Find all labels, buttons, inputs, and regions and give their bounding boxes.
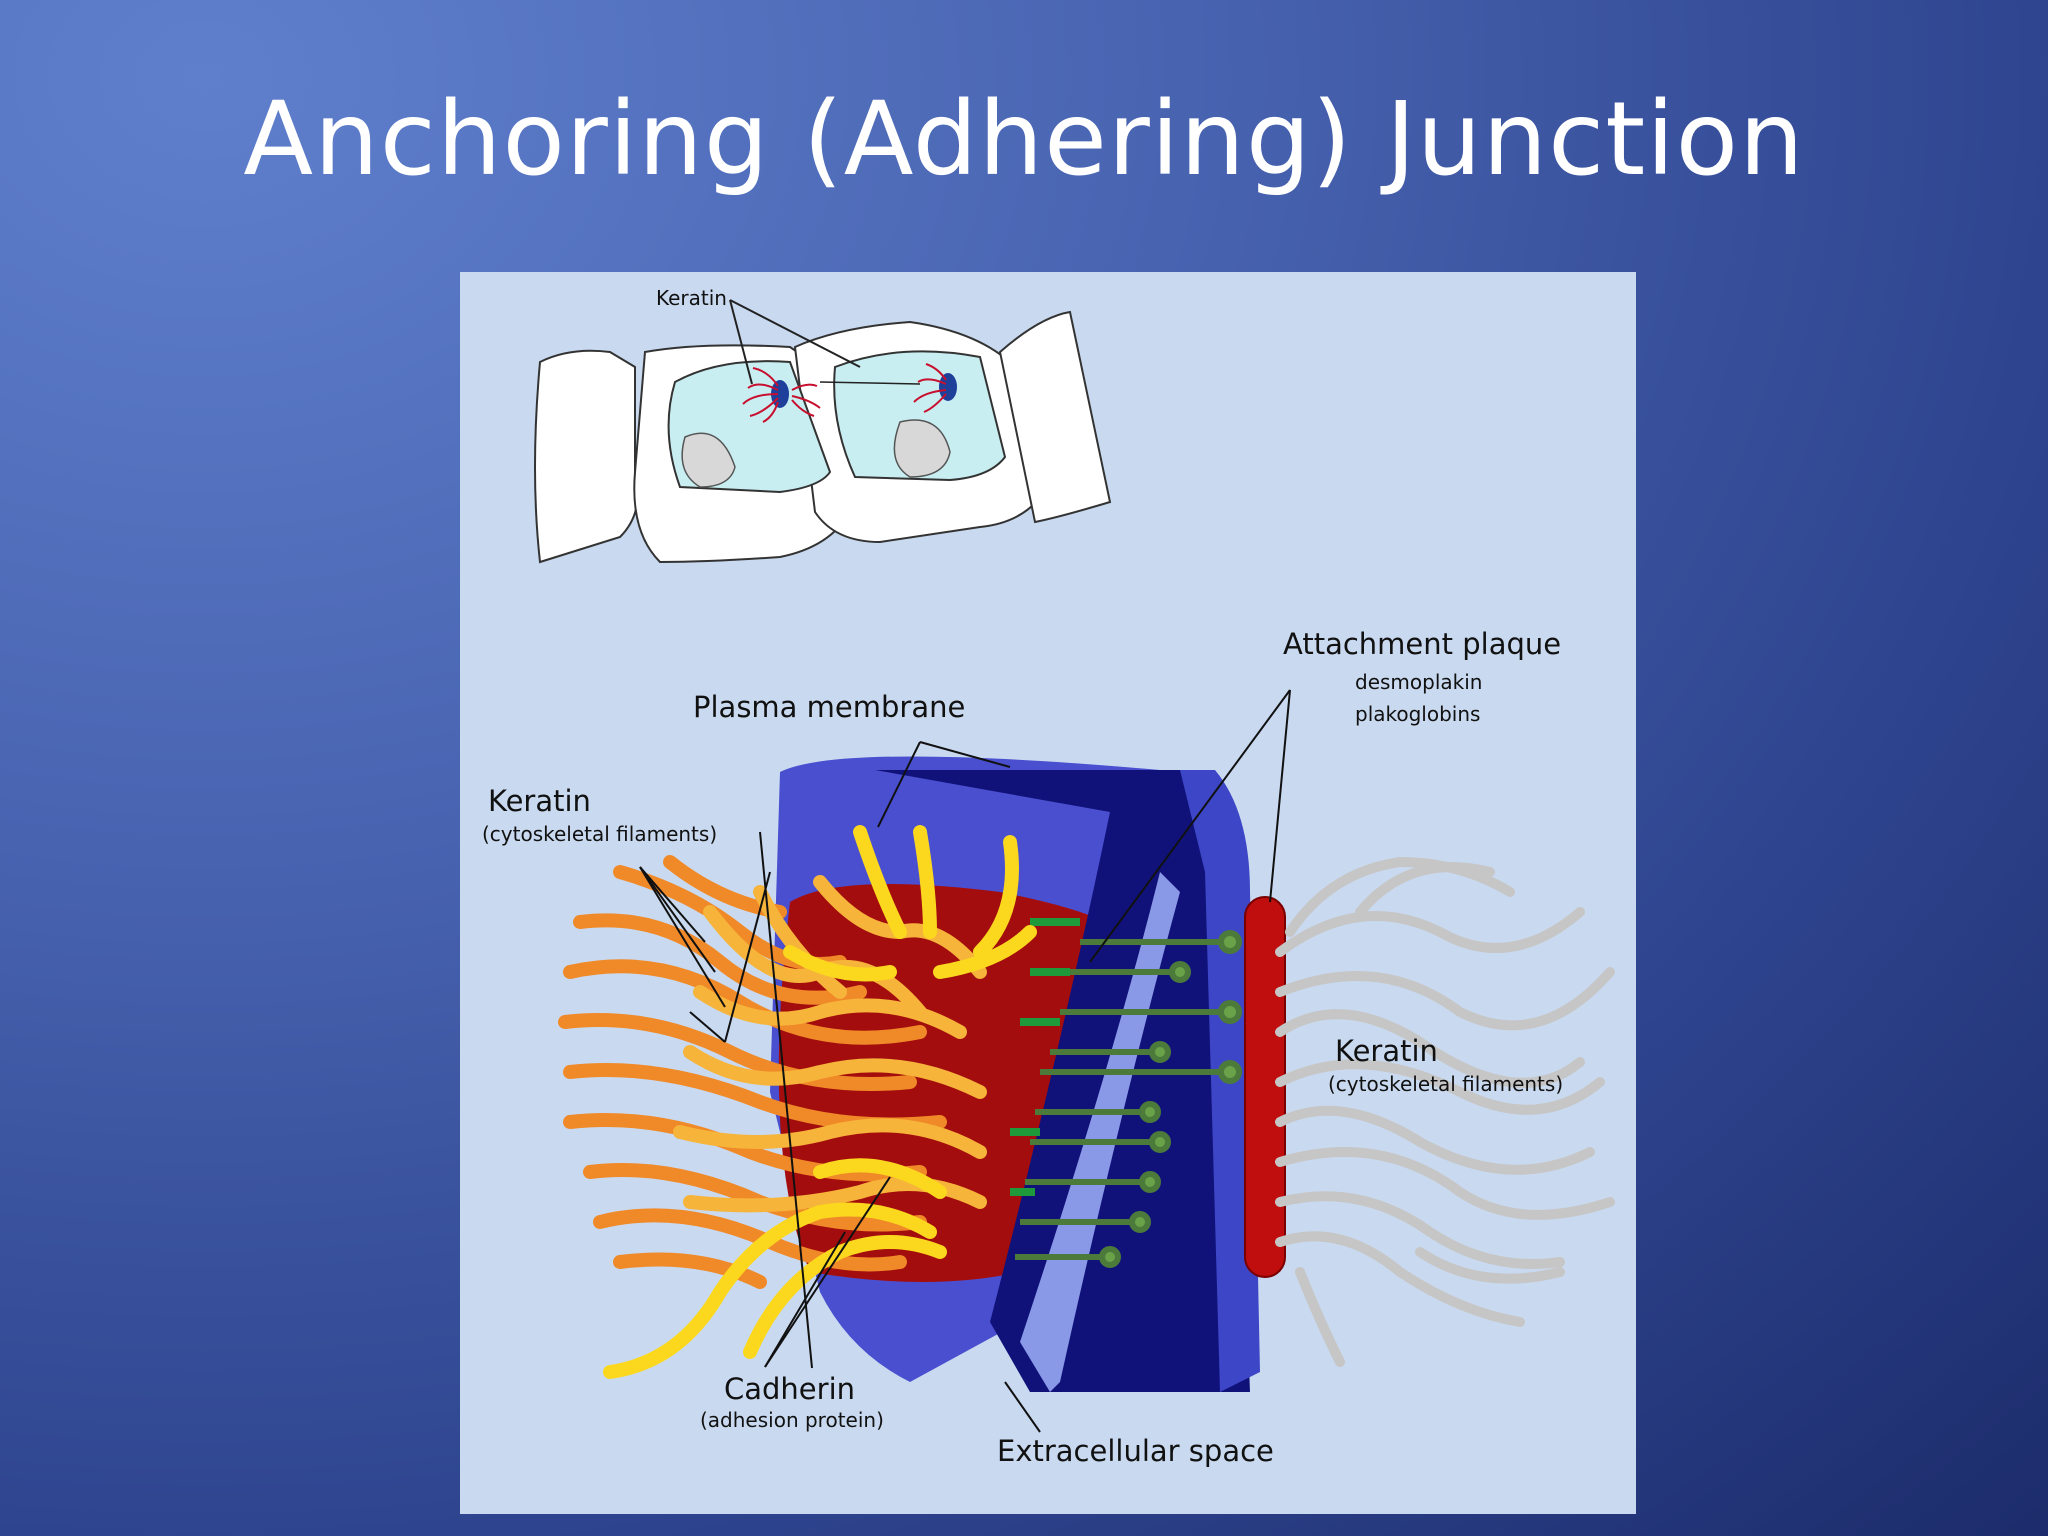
leader-lines <box>639 689 1291 1433</box>
extracellular-space-label: Extracellular space <box>997 1434 1274 1468</box>
attachment-plaque-label: Attachment plaque <box>1283 627 1562 661</box>
cadherin-label: Cadherin <box>724 1372 856 1406</box>
diagram-panel: Keratin Plasma membrane Attachment plaqu… <box>460 272 1636 1514</box>
cadherin-sublabel: (adhesion protein) <box>700 1408 884 1432</box>
keratin-left-sublabel: (cytoskeletal filaments) <box>482 822 718 846</box>
plakoglobins-label: plakoglobins <box>1355 702 1481 726</box>
keratin-right-sublabel: (cytoskeletal filaments) <box>1328 1072 1564 1096</box>
desmosome-main <box>558 689 1615 1433</box>
plasma-membrane-label: Plasma membrane <box>693 690 966 724</box>
keratin-filaments-right <box>1275 856 1615 1367</box>
keratin-left-label: Keratin <box>488 784 591 818</box>
desmoplakin-label: desmoplakin <box>1355 670 1483 694</box>
desmosome-illustration <box>534 299 1615 1433</box>
inset-cells-diagram <box>534 299 1112 564</box>
keratin-filaments-left <box>558 825 1037 1379</box>
inset-keratin-label: Keratin <box>656 286 727 310</box>
keratin-right-label: Keratin <box>1335 1034 1438 1068</box>
slide-title: Anchoring (Adhering) Junction <box>243 80 1805 199</box>
cadherin-proteins <box>1015 930 1242 1268</box>
